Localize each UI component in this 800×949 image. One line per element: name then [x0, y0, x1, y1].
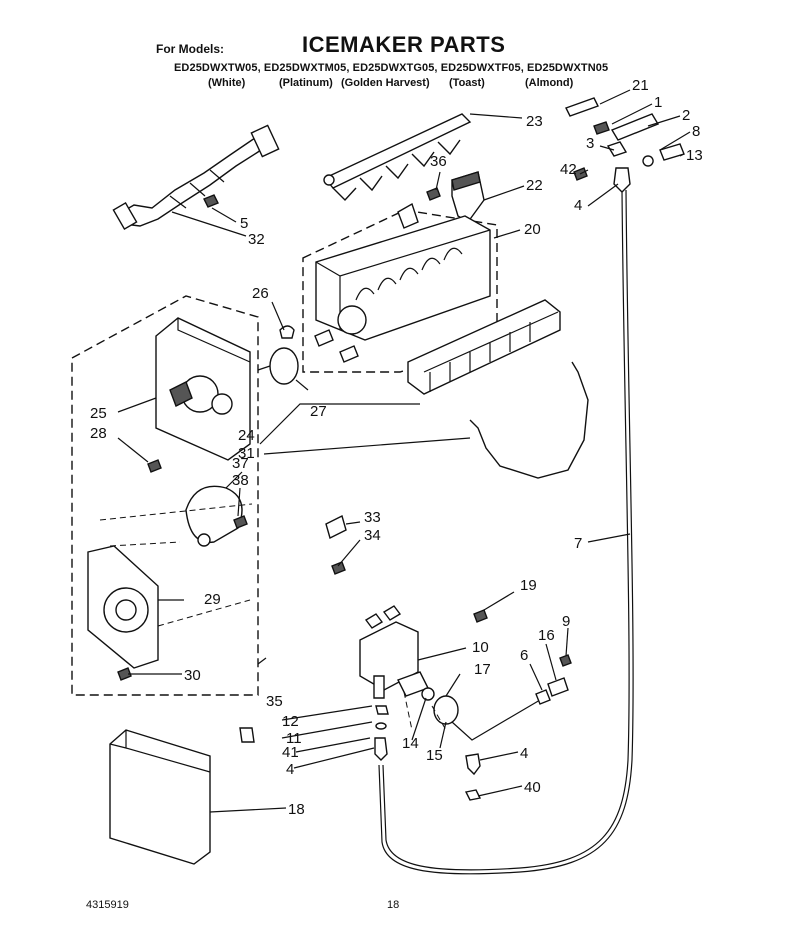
callout-22: 22: [526, 177, 543, 194]
callout-8: 8: [692, 123, 700, 140]
fill-cup: [451, 171, 485, 223]
motor-housing: [155, 317, 251, 461]
valve-guide-lines: [403, 691, 447, 731]
callout-5: 5: [240, 215, 248, 232]
fitting-15: [433, 695, 541, 741]
callout-17: 17: [474, 661, 491, 678]
screw-38: [233, 515, 248, 529]
leader-lines: [117, 89, 691, 813]
elbow-2: [610, 113, 660, 141]
callout-27: 27: [310, 403, 327, 420]
screw-19: [473, 609, 488, 623]
washer-8: [642, 155, 654, 167]
callout-2: 2: [682, 107, 690, 124]
fitting-4-lower: [374, 737, 388, 761]
callout-34: 34: [364, 527, 381, 544]
callout-12: 12: [282, 713, 299, 730]
washer-41: [375, 722, 387, 730]
callout-6: 6: [520, 647, 528, 664]
callout-15: 15: [426, 747, 443, 764]
callout-4-lower: 4: [286, 761, 294, 778]
mounting-plate: [87, 545, 159, 669]
callout-29: 29: [204, 591, 221, 608]
callout-9: 9: [562, 613, 570, 630]
page-number: 18: [387, 899, 400, 911]
callout-42: 42: [560, 161, 577, 178]
washer-14: [421, 687, 435, 701]
callout-1: 1: [654, 94, 662, 111]
callout-10: 10: [472, 639, 489, 656]
fitting-16: [547, 677, 569, 697]
callout-16: 16: [538, 627, 555, 644]
nut-6: [535, 689, 551, 705]
shutoff-arm: [469, 361, 589, 479]
page-title: ICEMAKER PARTS: [302, 32, 506, 57]
callout-38: 38: [232, 472, 249, 489]
callout-7: 7: [574, 535, 582, 552]
callout-36: 36: [430, 153, 447, 170]
callout-3: 3: [586, 135, 594, 152]
nut-11: [375, 705, 389, 715]
color-toast: (Toast): [449, 77, 485, 89]
color-almond: (Almond): [525, 77, 574, 89]
screw-30: [117, 667, 132, 681]
callout-40: 40: [524, 779, 541, 796]
fitting-3: [606, 141, 628, 157]
model-list: ED25DWXTW05, ED25DWXTM05, ED25DWXTG05, E…: [174, 62, 609, 74]
nut-40: [464, 789, 482, 801]
callout-30: 30: [184, 667, 201, 684]
water-tube-inner: [378, 189, 634, 875]
plate-guide-lines: [99, 503, 253, 627]
assembly-35-outline: [71, 295, 259, 696]
callout-4-top: 4: [574, 197, 582, 214]
screw-13: [659, 143, 685, 161]
callout-18: 18: [288, 801, 305, 818]
screw-34: [331, 561, 346, 575]
callout-14: 14: [402, 735, 419, 752]
callout-28: 28: [90, 425, 107, 442]
callout-31: 31: [238, 445, 255, 462]
for-models-label: For Models:: [156, 42, 224, 56]
color-platinum: (Platinum): [279, 77, 333, 89]
callout-20: 20: [524, 221, 541, 238]
callout-25: 25: [90, 405, 107, 422]
callout-labels: 21 1 2 8 3 13 42 4 23 36 22 20 5 32 26 2…: [90, 77, 703, 818]
mounting-clip: [279, 325, 295, 339]
ejector: [323, 113, 472, 202]
callout-19: 19: [520, 577, 537, 594]
callout-4-right: 4: [520, 745, 528, 762]
screw-9: [559, 654, 572, 667]
screw-1: [593, 121, 610, 135]
ice-stripper: [407, 299, 561, 395]
callout-32: 32: [248, 231, 265, 248]
callout-24: 24: [238, 427, 255, 444]
screw-28: [147, 459, 162, 473]
callout-21: 21: [632, 77, 649, 94]
document-number: 4315919: [86, 899, 129, 911]
color-white: (White): [208, 77, 246, 89]
fitting-4-top: [613, 167, 631, 193]
callout-35: 35: [266, 693, 283, 710]
callout-37: 37: [232, 455, 249, 472]
color-golden-harvest: (Golden Harvest): [341, 77, 430, 89]
water-valve: [359, 605, 429, 699]
callout-23: 23: [526, 113, 543, 130]
screw-36: [426, 187, 441, 201]
drive-motor: [185, 485, 243, 547]
callout-11: 11: [286, 730, 302, 747]
icemaker-cover: [109, 729, 211, 865]
callout-41: 41: [282, 744, 299, 761]
callout-13: 13: [686, 147, 703, 164]
bracket-33: [325, 514, 347, 540]
thermostat: [257, 347, 299, 385]
ice-mold: [314, 202, 491, 363]
water-tube: [382, 189, 630, 871]
callout-33: 33: [364, 509, 381, 526]
nut-12: [239, 727, 255, 743]
callout-26: 26: [252, 285, 269, 302]
fitting-4-right: [465, 753, 481, 776]
wire-harness: [112, 124, 280, 230]
clip-21: [565, 97, 599, 117]
